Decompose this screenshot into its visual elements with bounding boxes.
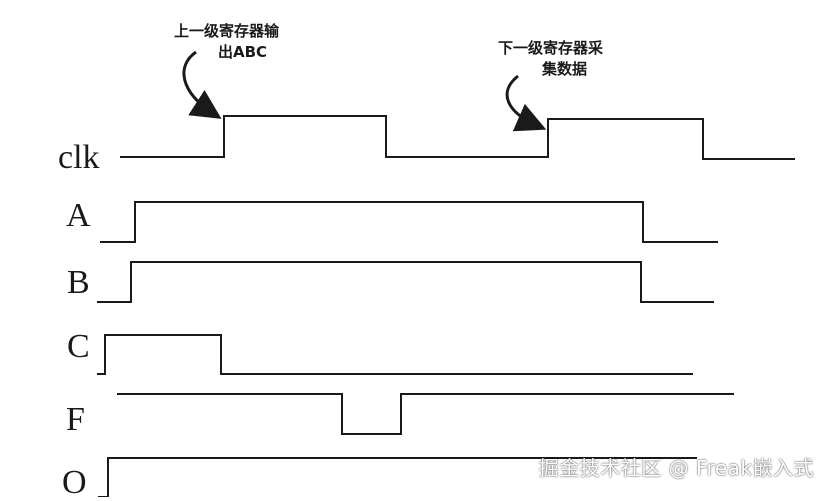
upper-register-annotation-line1: 上一级寄存器输 [174, 22, 280, 40]
b-label: B [67, 264, 90, 301]
lower-register-annotation-line2: 集数据 [542, 60, 588, 78]
lower-register-annotation: 下一级寄存器采 集数据 [498, 38, 603, 80]
c-waveform [97, 334, 693, 375]
clk-label: clk [58, 139, 100, 176]
o-waveform [98, 457, 697, 497]
clk-waveform [120, 115, 795, 160]
lower-register-arrow [505, 74, 547, 132]
upper-register-annotation: 上一级寄存器输 出ABC [174, 21, 279, 63]
upper-register-arrow [182, 50, 222, 119]
f-label: F [66, 401, 85, 438]
upper-register-annotation-line2: 出ABC [218, 43, 268, 61]
a-waveform [100, 201, 718, 243]
watermark: 掘金技术社区 @ Freak嵌入式 [538, 456, 814, 480]
f-waveform [117, 393, 734, 435]
o-label: O [62, 464, 87, 501]
b-waveform [97, 261, 714, 303]
a-label: A [66, 197, 91, 234]
c-label: C [67, 328, 90, 365]
lower-register-annotation-line1: 下一级寄存器采 [498, 39, 604, 57]
